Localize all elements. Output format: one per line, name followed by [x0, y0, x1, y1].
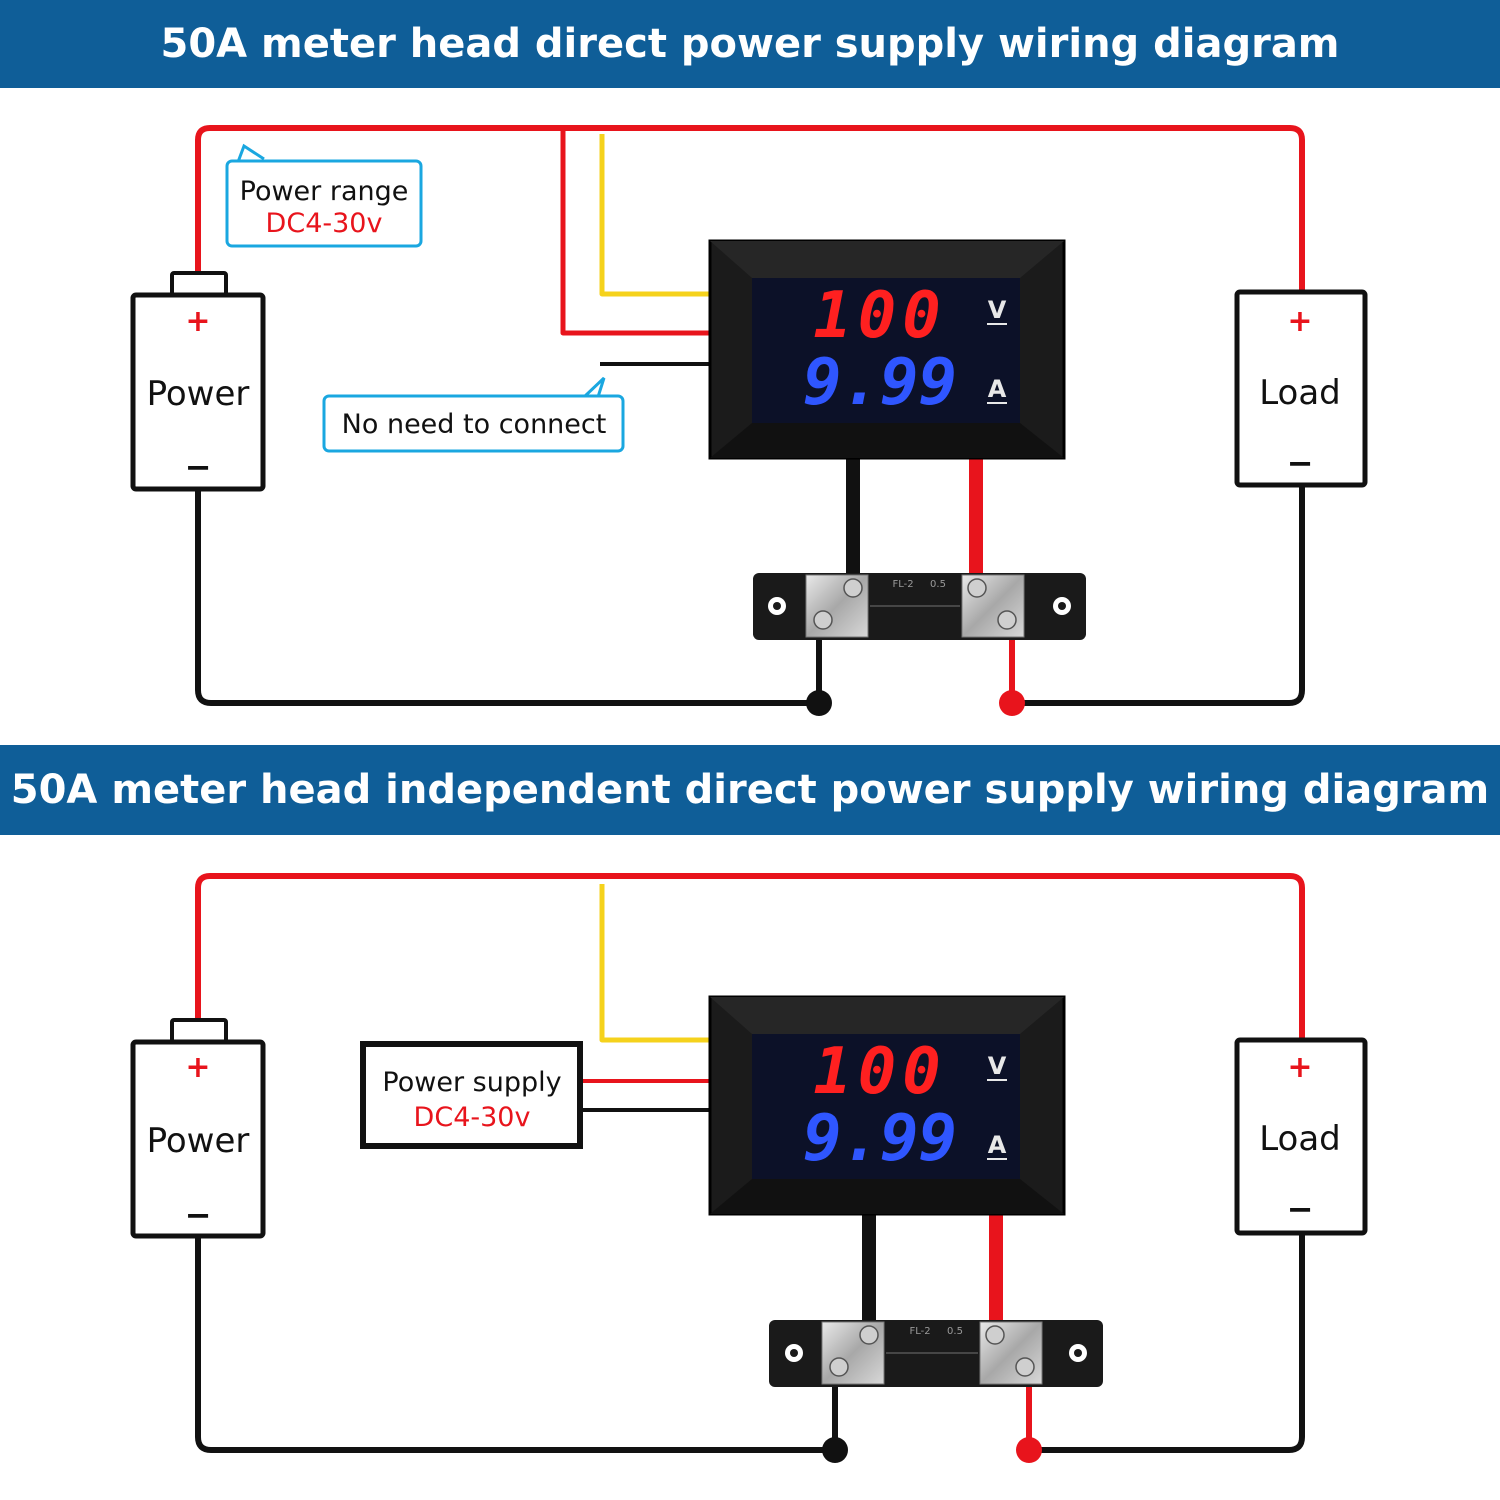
top-load-label: Load — [1259, 373, 1341, 413]
bottom-volt-reading: 100 — [813, 1035, 947, 1109]
bottom-load-label: Load — [1259, 1119, 1341, 1159]
top-shunt: FL-2 0.5 — [753, 573, 1086, 640]
bottom-power-plus: + — [185, 1050, 210, 1085]
top-load-box: + Load − — [1234, 289, 1368, 488]
top-shunt-marking-rating: 0.5 — [930, 579, 946, 590]
top-volt-reading: 100 — [813, 279, 947, 353]
bottom-power-supply-box: Power supply DC4-30v — [360, 1041, 583, 1149]
top-amp-unit: A — [988, 375, 1007, 403]
bottom-wires — [195, 873, 1305, 1453]
top-yellow-wire — [599, 134, 712, 297]
top-no-connect-callout: No need to connect — [322, 376, 625, 453]
bottom-power-battery: + Power − — [130, 1018, 266, 1239]
top-red-junction-dot — [999, 690, 1025, 716]
bottom-volt-unit: V — [988, 1052, 1007, 1080]
bottom-yellow-wire — [599, 884, 712, 1043]
top-meter-display — [752, 278, 1020, 423]
top-load-plus: + — [1287, 304, 1312, 339]
bottom-amp-unit: A — [988, 1131, 1007, 1159]
bottom-shunt-marking-rating: 0.5 — [947, 1326, 963, 1337]
top-amp-reading: 9.99 — [803, 346, 957, 420]
top-load-minus: − — [1287, 444, 1314, 482]
top-volt-unit: V — [988, 296, 1007, 324]
top-red-meter-wire — [560, 128, 712, 336]
bottom-load-plus: + — [1287, 1050, 1312, 1085]
bottom-power-minus: − — [185, 1196, 212, 1234]
top-power-range-label: Power range — [240, 176, 409, 207]
bottom-red-positive-wire — [195, 873, 1305, 1040]
top-load-return-wire — [1012, 487, 1305, 706]
bottom-diagram-title: 50A meter head independent direct power … — [0, 745, 1500, 835]
bottom-power-supply-label: Power supply — [382, 1067, 561, 1098]
bottom-power-label: Power — [147, 1121, 250, 1161]
top-diagram-title: 50A meter head direct power supply wirin… — [0, 0, 1500, 88]
top-wires — [195, 125, 1305, 706]
top-meter-head: 100 9.99 V A — [708, 239, 1066, 460]
top-black-ground-wire — [195, 490, 819, 706]
bottom-red-junction-dot — [1016, 1437, 1042, 1463]
top-shunt-marking-model: FL-2 — [892, 579, 913, 590]
bottom-power-supply-value: DC4-30v — [414, 1102, 531, 1133]
top-power-range-value: DC4-30v — [266, 208, 383, 239]
bottom-black-junction-dot — [822, 1437, 848, 1463]
bottom-load-return-wire — [1029, 1235, 1305, 1453]
bottom-shunt: FL-2 0.5 — [769, 1320, 1103, 1387]
bottom-shunt-marking-model: FL-2 — [909, 1326, 930, 1337]
top-diagram: + Power − + Load − Power range DC4-30v N… — [130, 125, 1368, 716]
top-no-connect-label: No need to connect — [342, 409, 607, 440]
top-red-positive-wire — [195, 125, 1305, 290]
top-power-minus: − — [185, 448, 212, 486]
top-black-junction-dot — [806, 690, 832, 716]
bottom-load-box: + Load − — [1234, 1037, 1368, 1236]
top-power-battery: + Power − — [130, 271, 266, 492]
bottom-meter-display — [752, 1034, 1020, 1179]
bottom-amp-reading: 9.99 — [803, 1102, 957, 1176]
bottom-diagram: + Power − + Load − Power supply DC4-30v … — [130, 873, 1368, 1463]
top-power-range-callout: Power range DC4-30v — [225, 143, 423, 248]
bottom-meter-head: 100 9.99 V A — [708, 995, 1066, 1216]
top-power-plus: + — [185, 304, 210, 339]
top-power-label: Power — [147, 374, 250, 414]
bottom-load-minus: − — [1287, 1190, 1314, 1228]
bottom-black-ground-wire — [195, 1237, 835, 1453]
